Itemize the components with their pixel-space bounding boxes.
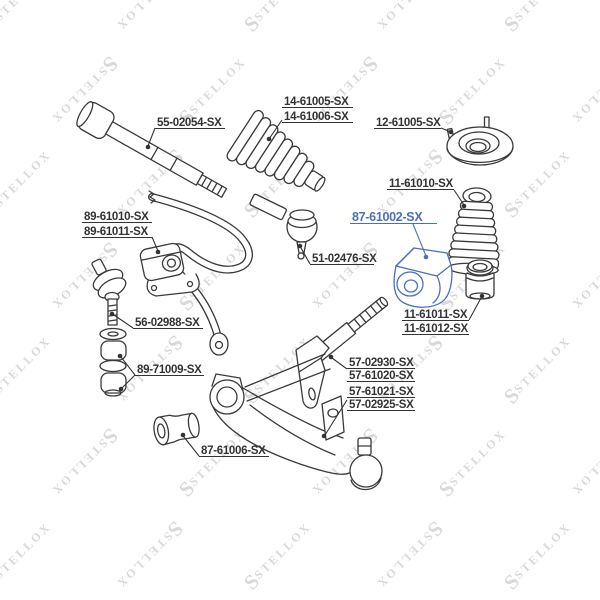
leader-dot: [118, 386, 124, 392]
part-label-group-51-02476-sx: 51-02476-SX: [297, 243, 377, 266]
part-number-57-61021-sx: 57-61021-SX: [349, 386, 414, 398]
part-number-87-61002-sx[interactable]: 87-61002-SX: [352, 210, 424, 224]
leader-dot: [155, 249, 161, 255]
leader-dot: [423, 254, 429, 260]
leader-line: [268, 119, 283, 140]
stabilizer-bar-drawing[interactable]: [148, 190, 253, 356]
part-number-14-61006-sx: 14-61006-SX: [284, 111, 349, 123]
part-number-11-61010-sx: 11-61010-SX: [389, 178, 453, 190]
leader-line: [412, 223, 427, 257]
part-number-89-61010-sx: 89-61010-SX: [84, 211, 149, 223]
part-label-group-87-61006-sx: 87-61006-SX: [180, 432, 269, 458]
part-label-group-12-61005-sx: 12-61005-SX: [374, 117, 454, 135]
part-label-group-11-61012-sx: 11-61012-SX: [402, 323, 469, 336]
leader-dot: [321, 433, 327, 439]
control-arm-front-bushing-drawing[interactable]: [152, 411, 201, 446]
part-number-57-02925-sx: 57-02925-SX: [349, 399, 414, 411]
part-label-group-14-61005-sx: 14-61005-SX: [266, 96, 353, 142]
control-arm-rear-bushing-drawing[interactable]: [465, 259, 495, 300]
leader-line: [324, 399, 348, 436]
stabilizer-link-drawing[interactable]: [90, 258, 129, 397]
leader-line: [183, 436, 200, 457]
leader-dot: [266, 136, 272, 142]
leader-line: [121, 374, 136, 389]
leader-line: [331, 357, 348, 370]
part-number-12-61005-sx: 12-61005-SX: [376, 117, 441, 129]
leader-line: [151, 236, 159, 252]
part-label-group-87-61002-sx: 87-61002-SX: [350, 210, 437, 260]
leader-line: [120, 356, 136, 376]
part-number-51-02476-sx: 51-02476-SX: [312, 253, 377, 265]
part-label-group-89-71009-sx: 89-71009-SX: [117, 353, 204, 392]
leader-line: [453, 189, 465, 206]
leader-dot: [297, 243, 303, 249]
leader-dot: [180, 432, 186, 438]
part-label-group-11-61010-sx: 11-61010-SX: [387, 178, 467, 209]
part-number-56-02988-sx: 56-02988-SX: [135, 317, 200, 329]
part-number-11-61011-sx: 11-61011-SX: [404, 309, 468, 321]
part-label-group-57-61021-sx: 57-61021-SX: [321, 386, 415, 439]
part-label-group-89-61011-sx: 89-61011-SX: [82, 226, 161, 255]
part-number-89-61011-sx: 89-61011-SX: [84, 226, 148, 238]
strut-mount-drawing[interactable]: [446, 116, 514, 166]
leader-dot: [479, 293, 485, 299]
steering-rack-boot-drawing[interactable]: [225, 109, 338, 210]
leader-line: [147, 127, 156, 147]
inner-tie-rod-drawing[interactable]: [74, 99, 232, 206]
part-labels-layer: 55-02054-SX 14-61005-SX 14-61006-SX 12-6100…: [82, 96, 485, 458]
leader-line: [300, 247, 311, 265]
leader-dot: [328, 354, 334, 360]
leader-dot: [448, 129, 454, 135]
part-label-group-57-02925-sx: 57-02925-SX: [347, 399, 415, 412]
control-arm-drawing[interactable]: [209, 353, 383, 491]
part-label-group-57-02930-sx: 57-02930-SX: [328, 354, 415, 370]
stabilizer-bushing-bracket-drawing[interactable]: [139, 242, 200, 297]
part-number-57-02930-sx: 57-02930-SX: [349, 357, 414, 369]
leader-line: [468, 297, 482, 321]
part-number-11-61012-sx: 11-61012-SX: [404, 323, 468, 335]
leader-line: [113, 314, 134, 329]
tie-rod-end-drawing[interactable]: [249, 193, 318, 260]
part-number-89-71009-sx: 89-71009-SX: [137, 364, 202, 376]
part-label-group-57-61020-sx: 57-61020-SX: [347, 370, 415, 383]
leader-dot: [109, 311, 115, 317]
part-number-87-61006-sx: 87-61006-SX: [201, 445, 266, 457]
part-label-group-11-61011-sx: 11-61011-SX: [402, 293, 485, 322]
part-label-group-55-02054-sx: 55-02054-SX: [145, 117, 225, 150]
part-label-group-89-61010-sx: 89-61010-SX: [82, 211, 152, 224]
strut-rod-drawing[interactable]: [295, 295, 390, 409]
part-number-57-61020-sx: 57-61020-SX: [349, 370, 414, 382]
part-label-group-56-02988-sx: 56-02988-SX: [109, 311, 203, 330]
part-number-14-61005-sx: 14-61005-SX: [284, 96, 349, 108]
leader-dot: [117, 353, 123, 359]
part-label-group-14-61006-sx: 14-61006-SX: [282, 111, 353, 124]
highlighted-bushing-drawing[interactable]: [393, 247, 453, 308]
leader-dot: [461, 203, 467, 209]
leader-dot: [145, 144, 151, 150]
part-number-55-02054-sx: 55-02054-SX: [157, 117, 222, 129]
